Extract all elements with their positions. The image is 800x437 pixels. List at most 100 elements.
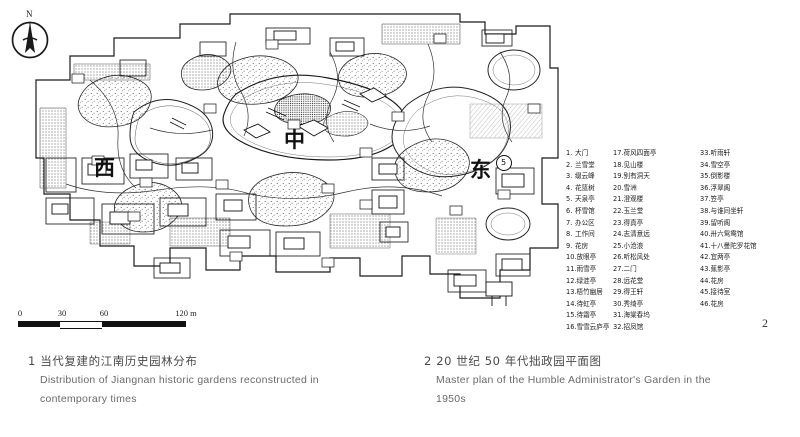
legend-item: 12.绿涟亭 <box>566 276 609 288</box>
legend-item: 7.办公区 <box>566 218 609 230</box>
legend-item-label: 雨雪亭 <box>576 264 597 273</box>
legend-item-number: 33. <box>700 149 711 157</box>
caption-left-en-line2: contemporary times <box>40 393 137 405</box>
legend-item-label: 远花堂 <box>623 276 644 285</box>
caption-right-en-line2: 1950s <box>436 393 466 405</box>
legend-column-3: 33.听雨轩 34.雪空亭 35.倒影楼 36.浮翠阁 37.笠亭 38.与谁同… <box>700 148 757 310</box>
legend-item: 6.杯雪馆 <box>566 206 609 218</box>
legend-item-number: 43. <box>700 264 711 273</box>
legend-item: 13.梧竹幽居 <box>566 287 609 299</box>
legend-item-label: 笠亭 <box>710 195 724 204</box>
legend-item-label: 梧竹幽居 <box>576 288 603 297</box>
legend-item-label: 接待室 <box>710 288 731 297</box>
north-label: N <box>26 9 33 19</box>
legend-item: 4.花篮树 <box>566 183 609 195</box>
caption-left-cn: 1 当代复建的江南历史园林分布 <box>28 352 398 371</box>
legend-item-label: 兰雪堂 <box>575 160 595 169</box>
legend-item-number: 45. <box>700 288 711 297</box>
legend-item-label: 卅六鸳鸯馆 <box>710 230 744 239</box>
legend-item-label: 花房 <box>710 299 724 308</box>
legend-item-number: 17. <box>613 149 624 157</box>
legend-item: 2.兰雪堂 <box>566 160 609 172</box>
legend-item-number: 38. <box>700 206 711 215</box>
legend-item-number: 6. <box>566 206 573 215</box>
plan-svg <box>35 13 559 306</box>
legend-item-number: 8. <box>566 230 573 239</box>
scale-bar-graphic <box>18 321 186 329</box>
legend-item-label: 花房 <box>710 276 724 285</box>
legend-item-label: 蕉影亭 <box>710 264 731 273</box>
legend-item-label: 宜两亭 <box>710 253 731 262</box>
legend-item: 32.招凤馆 <box>613 322 656 334</box>
legend-item-number: 41. <box>700 241 711 250</box>
legend-item-number: 14. <box>566 299 577 308</box>
legend-item-number: 29. <box>613 288 624 297</box>
legend-item-number: 44. <box>700 276 711 285</box>
legend-item-number: 32. <box>613 322 624 331</box>
legend-item: 8.工作间 <box>566 229 609 241</box>
legend-item: 22.玉兰堂 <box>613 206 656 218</box>
map-label-central: 中 <box>284 128 305 152</box>
legend-item-number: 25. <box>613 241 624 250</box>
legend-item: 16.雪雪云庐亭 <box>566 322 609 334</box>
legend-item: 33.听雨轩 <box>700 148 757 160</box>
legend-item-number: 30. <box>613 299 624 308</box>
scale-bar: 0 30 60 120 m <box>18 308 198 338</box>
caption-right-en-line1: Master plan of the Humble Administrator'… <box>436 374 711 386</box>
legend-item-number: 16. <box>566 322 577 331</box>
legend-item-number: 46. <box>700 299 711 308</box>
legend-item-number: 19. <box>613 172 624 181</box>
scale-tick-60: 60 <box>99 308 109 318</box>
legend-item-number: 21. <box>613 195 624 204</box>
legend-item-number: 11. <box>566 264 577 273</box>
garden-master-plan-drawing: 中 西 东 5 <box>30 8 565 308</box>
legend-item: 9.花房 <box>566 241 609 253</box>
legend-item-number: 39. <box>700 218 711 227</box>
legend-item-number: 2. <box>566 160 573 169</box>
legend-item-label: 听雨轩 <box>710 149 731 157</box>
legend-item-number: 26. <box>613 253 624 262</box>
legend-item-label: 办公区 <box>575 218 595 227</box>
legend-item-label: 秀绮亭 <box>623 299 644 308</box>
legend-item: 28.远花堂 <box>613 276 656 288</box>
legend-item-number: 42. <box>700 253 711 262</box>
legend-item-label: 绿涟亭 <box>576 276 597 285</box>
legend-item: 37.笠亭 <box>700 194 757 206</box>
legend-item-number: 31. <box>613 311 624 320</box>
scale-tick-0: 0 <box>17 308 23 318</box>
legend-item-label: 倒影楼 <box>710 172 731 181</box>
legend-item-number: 23. <box>613 218 624 227</box>
legend-item-label: 雪洲 <box>623 183 637 192</box>
legend-item-number: 9. <box>566 241 573 250</box>
legend-item: 38.与谁同坐轩 <box>700 206 757 218</box>
legend-item: 29.得王轩 <box>613 287 656 299</box>
legend-item-label: 别有洞天 <box>623 172 650 181</box>
legend-item-number: 36. <box>700 183 711 192</box>
plan-legend: 1.大门 2.兰雪堂 3.缀云峰 4.花篮树 5.天泉亭 6.杯雪馆 7.办公区… <box>566 148 766 338</box>
legend-item-label: 放眼亭 <box>576 253 597 262</box>
legend-item: 42.宜两亭 <box>700 252 757 264</box>
scale-bar-ticks: 0 30 60 120 m <box>18 308 198 320</box>
caption-right: 2 20 世纪 50 年代拙政园平面图 Master plan of the H… <box>424 352 794 409</box>
legend-item: 44.花房 <box>700 276 757 288</box>
legend-item-label: 志清意远 <box>623 230 650 239</box>
legend-item: 31.海棠春坞 <box>613 310 656 322</box>
legend-item: 15.待霜亭 <box>566 310 609 322</box>
legend-item: 18.见山楼 <box>613 160 656 172</box>
scale-tick-120: 120 m <box>175 308 197 318</box>
legend-item-number: 7. <box>566 218 573 227</box>
legend-item: 17.荷风四面亭 <box>613 148 656 160</box>
legend-item-label: 荷风四面亭 <box>623 149 657 157</box>
legend-item-label: 海棠春坞 <box>623 311 650 320</box>
legend-item: 43.蕉影亭 <box>700 264 757 276</box>
legend-item: 20.雪洲 <box>613 183 656 195</box>
legend-item-number: 35. <box>700 172 711 181</box>
legend-item-label: 与谁同坐轩 <box>710 206 744 215</box>
map-label-west: 西 <box>94 156 115 180</box>
caption-left-number: 1 <box>28 354 36 368</box>
legend-item: 3.缀云峰 <box>566 171 609 183</box>
legend-item-label: 待霜亭 <box>576 311 597 320</box>
legend-item: 1.大门 <box>566 148 609 160</box>
caption-left: 1 当代复建的江南历史园林分布 Distribution of Jiangnan… <box>28 352 398 409</box>
